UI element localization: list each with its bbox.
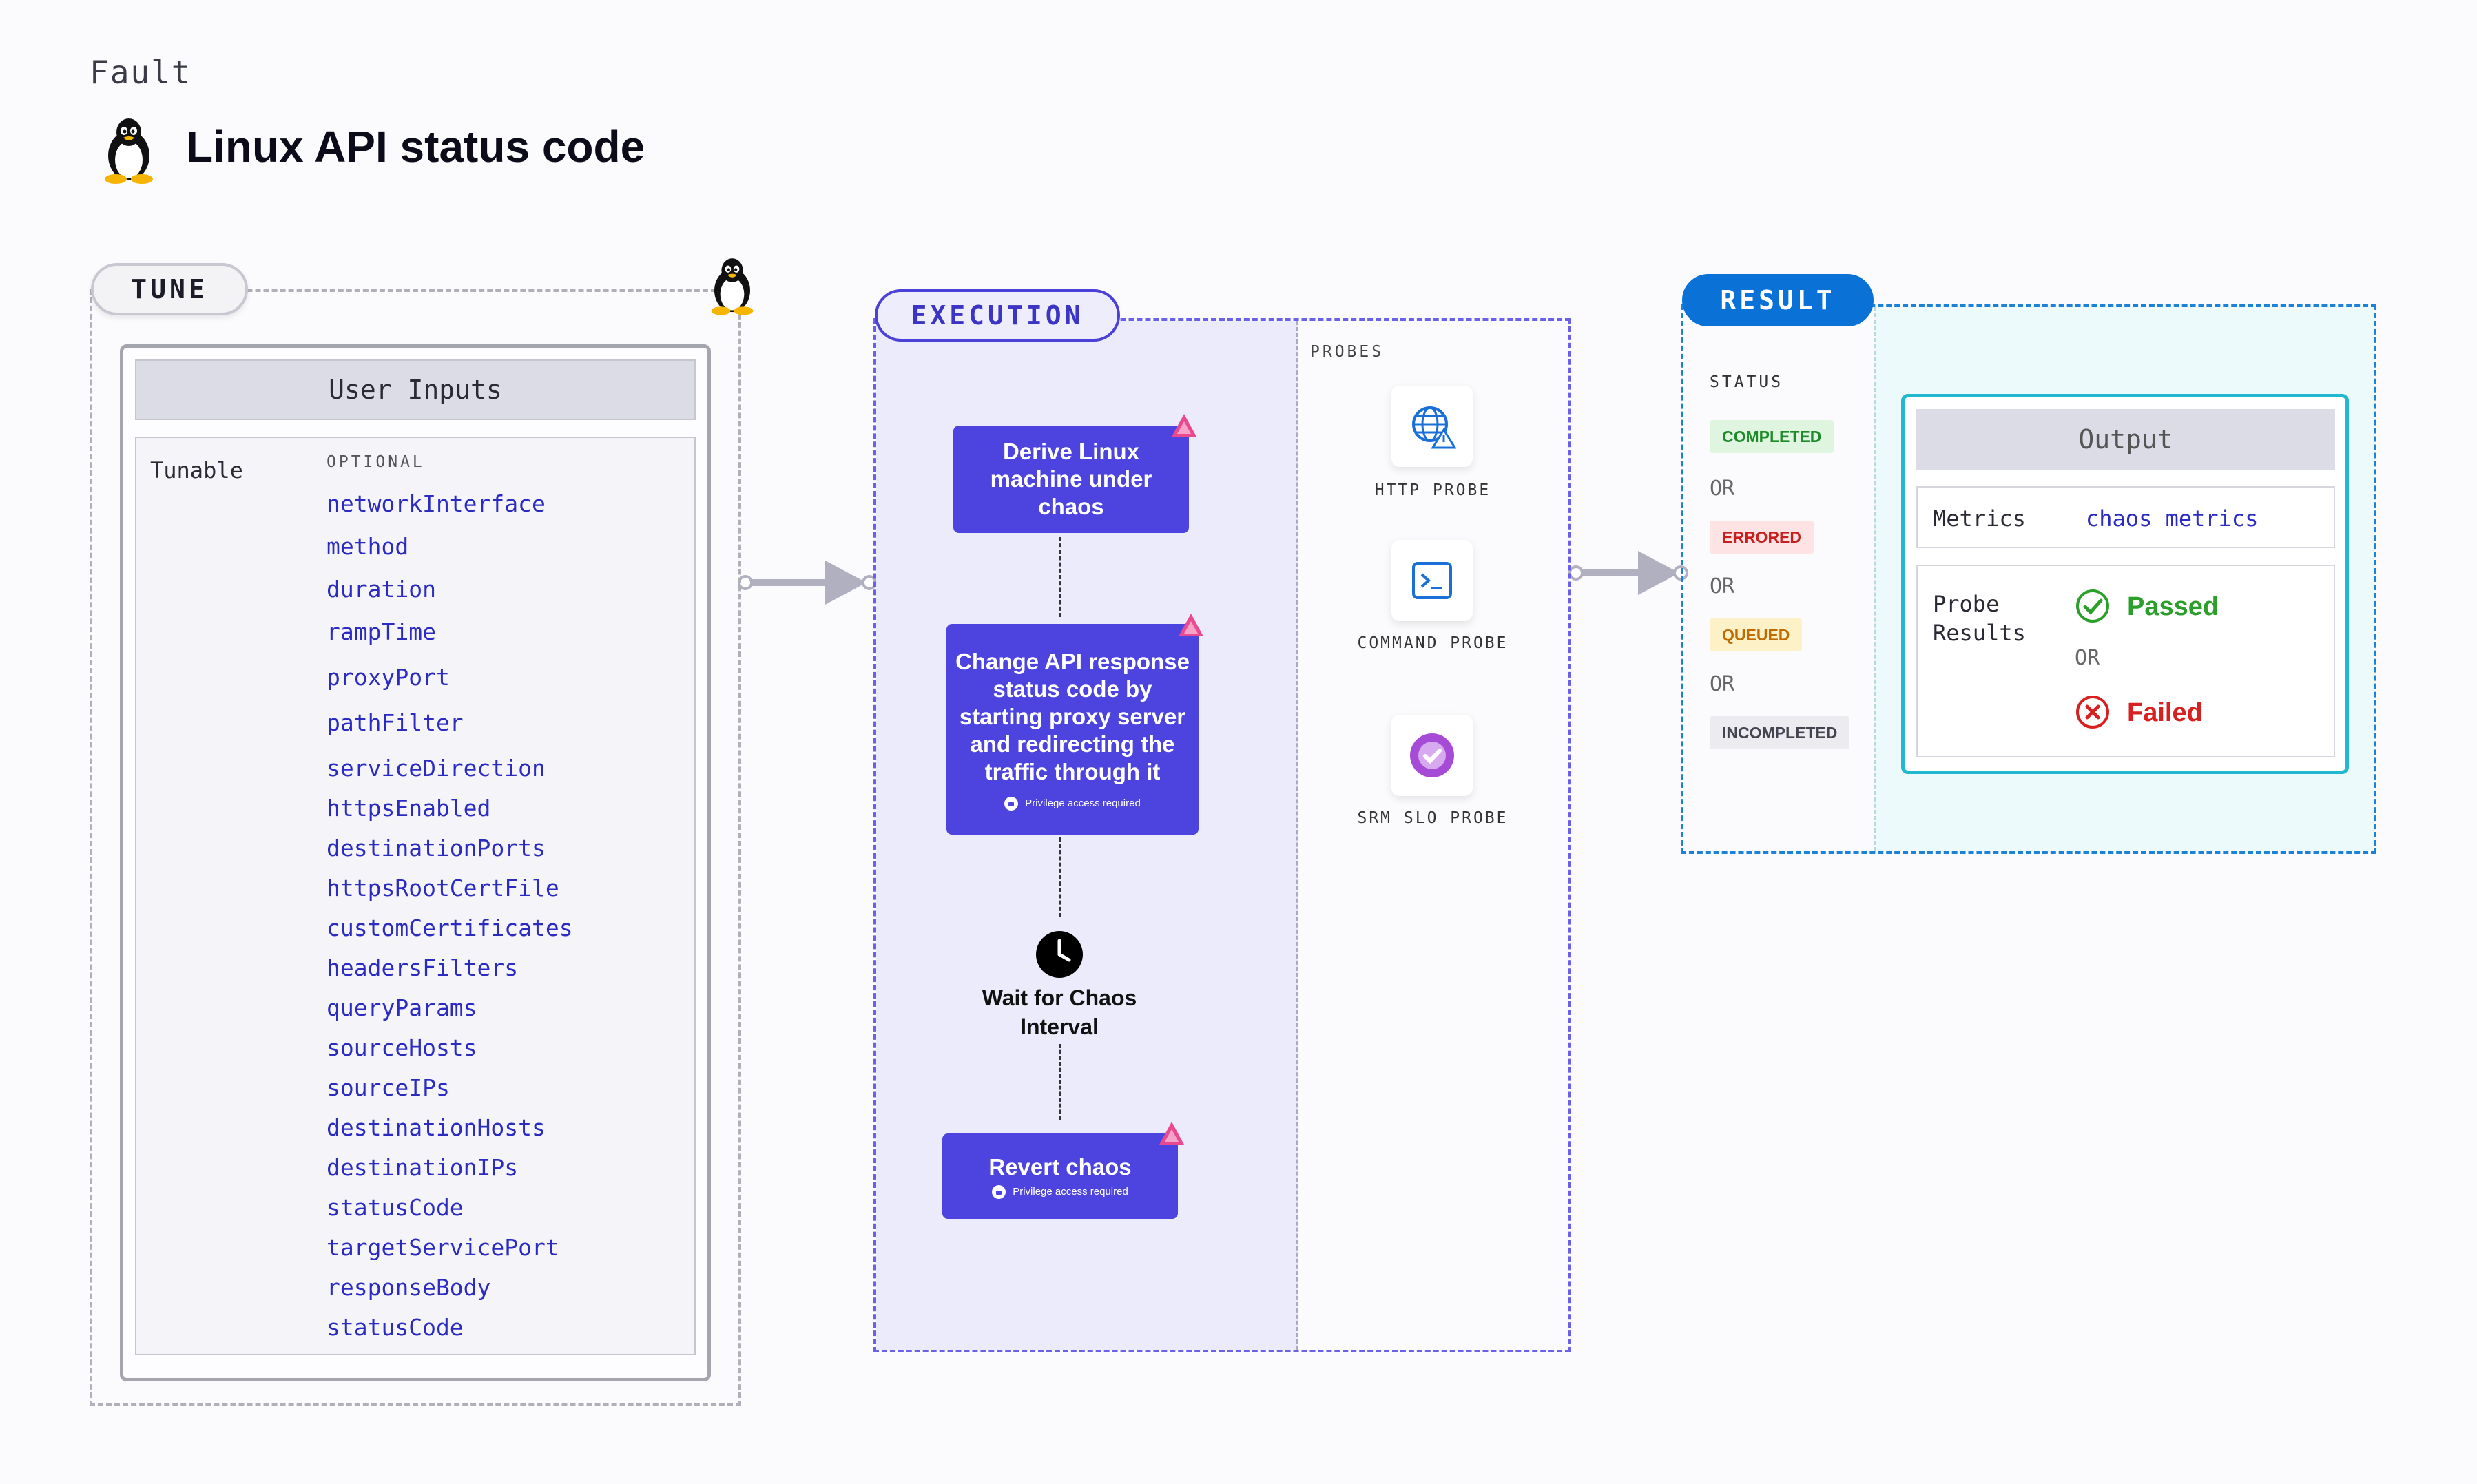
chaos-badge-icon [1159, 1122, 1184, 1145]
param-item: sourceIPs [327, 1074, 450, 1101]
param-item: destinationPorts [327, 835, 546, 861]
param-item: proxyPort [327, 664, 450, 691]
step-change-api-status-code: Change API response status code by start… [946, 624, 1199, 835]
flow-line [1059, 837, 1061, 917]
privilege-note-text: Privilege access required [1013, 1186, 1128, 1198]
probes-label: PROBES [1310, 343, 1385, 361]
param-item: sourceHosts [327, 1034, 477, 1061]
tune-pill: TUNE [91, 263, 248, 315]
user-inputs-body [135, 437, 696, 1355]
step-label: Derive Linux machine under chaos [990, 439, 1152, 519]
privilege-note: Privilege access required [992, 1185, 1128, 1199]
param-item: destinationIPs [327, 1154, 519, 1181]
http-probe-card [1391, 386, 1473, 467]
param-item: destinationHosts [327, 1114, 546, 1141]
linux-tux-icon [105, 118, 153, 184]
metrics-value: chaos metrics [2086, 505, 2259, 532]
passed-label: Passed [2127, 592, 2219, 621]
step-label: Change API response status code by start… [955, 649, 1190, 784]
terminal-icon [1412, 562, 1452, 599]
param-item: pathFilter [327, 709, 464, 736]
command-probe-label: COMMAND PROBE [1357, 634, 1509, 652]
param-item: httpsEnabled [327, 795, 491, 822]
param-item: networkInterface [327, 490, 546, 517]
command-probe-card [1391, 540, 1473, 621]
tune-section [90, 289, 741, 1406]
linux-tux-icon [711, 258, 754, 315]
param-item: statusCode [327, 1194, 464, 1221]
metrics-row [1916, 486, 2335, 548]
fault-eyebrow: Fault [90, 54, 192, 91]
clock-icon [1036, 931, 1083, 978]
chaos-badge-icon [1179, 614, 1203, 636]
x-circle-icon [2076, 696, 2109, 729]
param-item: httpsRootCertFile [327, 875, 559, 901]
or-label: OR [1710, 574, 1735, 598]
result-pill: RESULT [1682, 274, 1874, 326]
tunable-label: Tunable [150, 457, 243, 483]
param-item: responseBody [327, 1274, 491, 1301]
privilege-note: Privilege access required [1004, 797, 1141, 811]
param-item: headersFilters [327, 954, 519, 981]
status-incompleted-badge: INCOMPLETED [1710, 716, 1850, 749]
or-label: OR [2075, 646, 2100, 670]
status-label: STATUS [1710, 373, 1784, 391]
srm-slo-probe-label: SRM SLO PROBE [1357, 809, 1509, 827]
result-divider [1874, 307, 1876, 851]
globe-warning-icon [1412, 406, 1456, 449]
metrics-label: Metrics [1933, 505, 2026, 532]
privilege-note-text: Privilege access required [1025, 797, 1141, 809]
check-circle-icon [2076, 589, 2109, 623]
srm-slo-probe-card [1391, 715, 1473, 796]
execution-divider [1296, 321, 1298, 1350]
lock-icon [1004, 797, 1019, 811]
step-derive-linux-machine: Derive Linux machine under chaos [953, 426, 1189, 533]
result-section [1681, 304, 2376, 854]
step-revert-chaos: Revert chaos Privilege access required [942, 1133, 1178, 1219]
execution-pill: EXECUTION [875, 289, 1120, 342]
execution-section [873, 318, 1571, 1352]
chaos-badge-icon [1172, 414, 1196, 437]
param-item: statusCode [327, 1314, 464, 1341]
flow-line [1059, 537, 1061, 617]
status-queued-badge: QUEUED [1710, 618, 1803, 651]
optional-label: OPTIONAL [327, 453, 425, 471]
param-item: method [327, 533, 409, 560]
param-item: customCertificates [327, 915, 573, 941]
lock-icon [992, 1185, 1006, 1199]
status-completed-badge: COMPLETED [1710, 420, 1834, 453]
step-wait-chaos-interval: Wait for Chaos Interval [982, 985, 1137, 1039]
probe-results-row [1916, 565, 2335, 757]
param-item: rampTime [327, 618, 436, 645]
step-label: Revert chaos [988, 1154, 1132, 1180]
or-label: OR [1710, 672, 1735, 696]
param-item: serviceDirection [327, 755, 546, 782]
flow-line [1059, 1044, 1061, 1120]
probe-results-label: Probe Results [1933, 591, 2026, 646]
or-label: OR [1710, 477, 1735, 501]
param-item: duration [327, 576, 436, 603]
slo-gauge-icon [1410, 733, 1454, 777]
user-inputs-title: User Inputs [135, 359, 696, 420]
output-title: Output [1916, 409, 2335, 470]
http-probe-label: HTTP PROBE [1374, 481, 1491, 499]
page-title: Linux API status code [186, 122, 645, 171]
status-errored-badge: ERRORED [1710, 521, 1814, 554]
param-item: targetServicePort [327, 1234, 559, 1261]
failed-label: Failed [2127, 698, 2203, 727]
param-item: queryParams [327, 994, 477, 1021]
